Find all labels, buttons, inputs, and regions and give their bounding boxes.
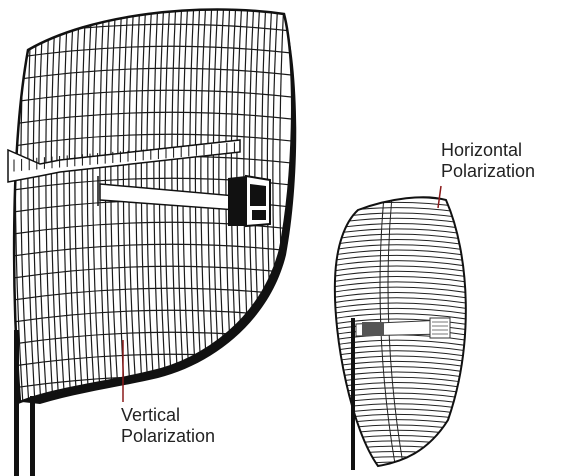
mesh-wire xyxy=(330,186,480,194)
horizontal-label-line2: Polarization xyxy=(441,161,535,182)
horizontal-polarization-label: Horizontal Polarization xyxy=(441,140,535,182)
small-dish xyxy=(330,186,480,474)
vertical-label-line1: Vertical xyxy=(121,405,215,426)
vertical-polarization-label: Vertical Polarization xyxy=(121,405,215,447)
vertical-label-line2: Polarization xyxy=(121,426,215,447)
small-dish-mast xyxy=(351,318,355,470)
horizontal-label-line1: Horizontal xyxy=(441,140,535,161)
large-dish-feed xyxy=(228,176,270,226)
